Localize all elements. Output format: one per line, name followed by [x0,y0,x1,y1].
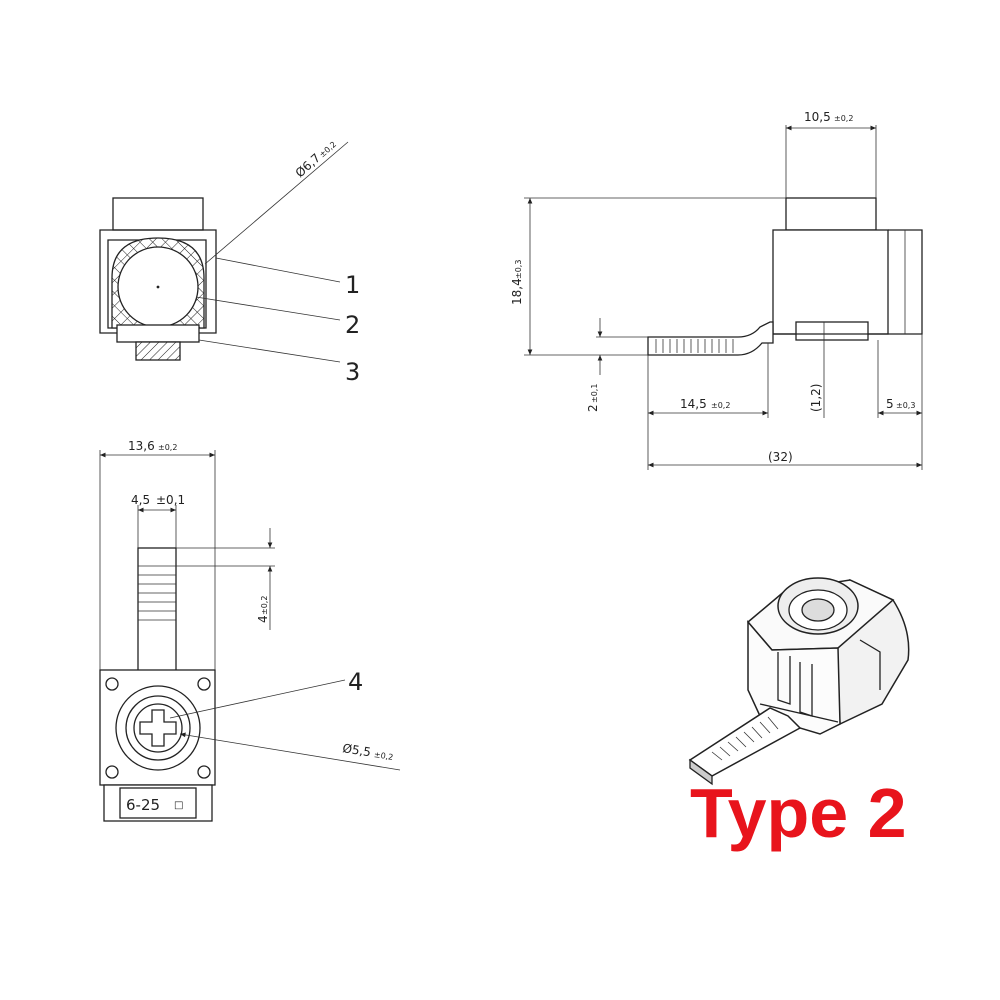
front-bore-dia-tolerance: ±0,2 [318,140,338,160]
top-screw-dia-value: Ø5,5 [342,741,372,759]
callout-3: 3 [345,358,360,386]
side-tab-thickness-value: 2 [586,404,600,412]
top-tab-offset-value: 4 [256,615,270,623]
callout-1: 1 [345,271,360,299]
top-tab-width-tolerance: ±0,1 [156,493,185,507]
side-right-value: 5 [886,397,894,411]
side-height-value: 18,4 [510,278,524,305]
side-tab-length-value: 14,5 [680,397,707,411]
side-height-tolerance: ±0,3 [514,260,523,279]
side-overall-ref: (32) [768,450,793,464]
callout-4: 4 [348,668,363,696]
side-tab-length-tolerance: ±0,2 [711,401,730,410]
callout-2: 2 [345,311,360,339]
top-range-unit: □ [174,800,183,811]
top-width-value: 13,6 [128,439,155,453]
top-tab-offset-tolerance: ±0,2 [260,596,269,615]
terminal-3d-render [688,577,910,786]
type-label: Type 2 [690,774,907,852]
top-range-label: 6-25 [126,796,160,814]
side-top-width-value: 10,5 [804,110,831,124]
side-right-tolerance: ±0,3 [896,401,915,410]
side-top-width-tolerance: ±0,2 [834,114,853,123]
top-view: 6-25 □ 13,6 ±0,2 4,5 ±0,1 4 ±0,2 4 Ø5,5 … [99,439,401,822]
top-screw-dia-tolerance: ±0,2 [373,750,394,762]
top-width-tolerance: ±0,2 [158,443,177,452]
side-offset-ref: (1,2) [809,384,823,412]
top-tab-width-value: 4,5 [131,493,150,507]
side-tab-thickness-tolerance: ±0,1 [590,384,599,403]
side-view: 18,4 ±0,3 10,5 ±0,2 2 ±0,1 14,5 ±0,2 (1,… [510,110,923,470]
front-view: Ø6,7 ±0,2 1 2 3 [99,140,360,386]
